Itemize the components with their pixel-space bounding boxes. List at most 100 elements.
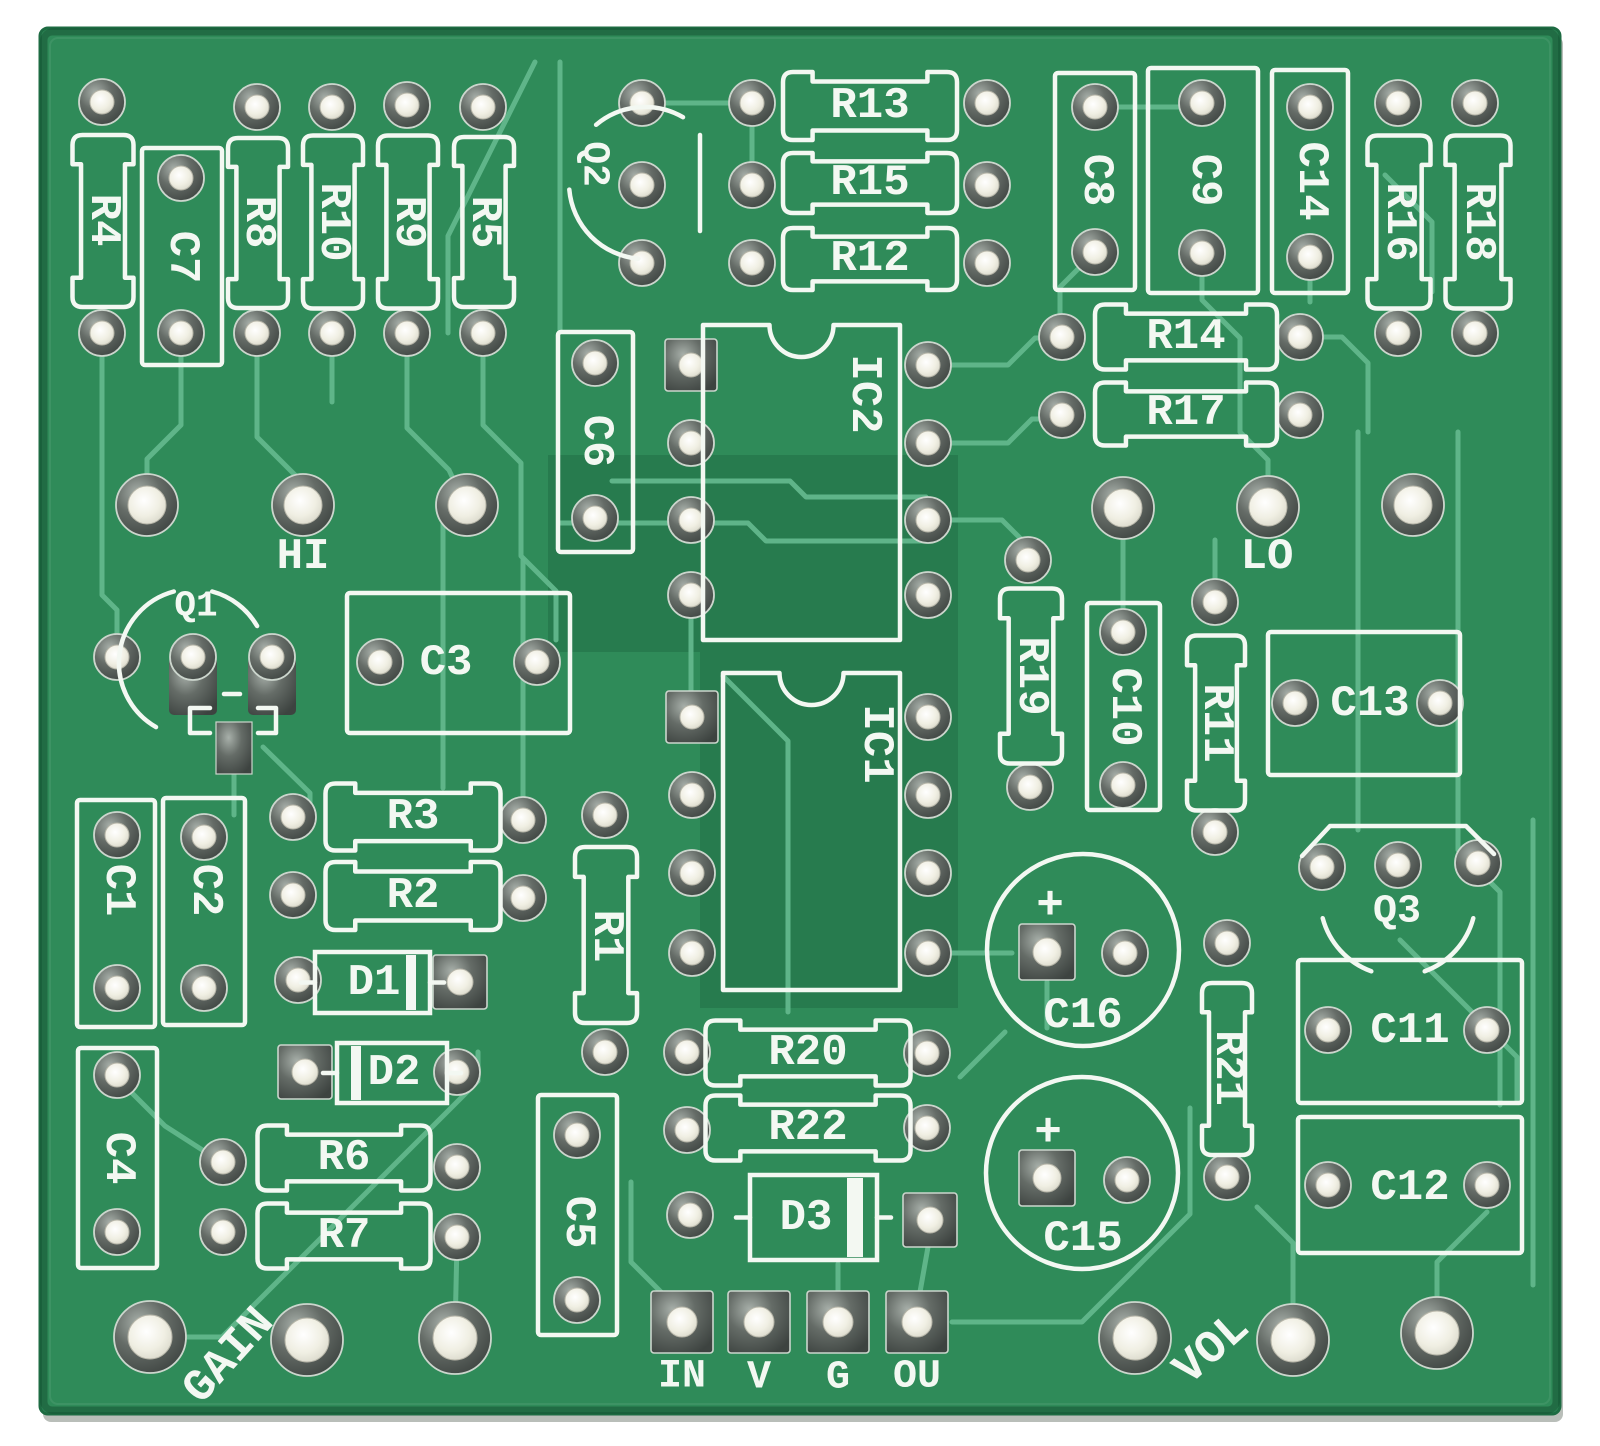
drill-hole: [1049, 402, 1075, 428]
board-bevel-highlight: [49, 37, 1551, 1405]
resistor-outline-R16: [1365, 133, 1433, 311]
drill-hole: [1017, 774, 1043, 800]
resistor-outline-R4: [70, 132, 136, 310]
drill-hole: [915, 582, 941, 608]
transistor-outline-Q3: [1320, 915, 1374, 974]
capacitor-outline-C8: [1052, 70, 1138, 293]
drill-hole: [127, 485, 167, 525]
drill-hole: [1385, 320, 1411, 346]
drill-hole: [674, 1039, 700, 1065]
ic-outline-IC1: [720, 670, 903, 993]
silkscreen-label-D2: D2: [368, 1048, 421, 1098]
resistor-outline-R19: [997, 586, 1065, 766]
drill-hole: [1082, 239, 1108, 265]
drill-hole: [1112, 1315, 1158, 1361]
silkscreen-label-C2: C2: [180, 864, 230, 917]
drill-hole: [1114, 1167, 1140, 1193]
drill-hole: [739, 250, 765, 276]
drill-hole: [127, 1314, 173, 1360]
silkscreen-label-D3: D3: [780, 1193, 833, 1243]
silkscreen-label-C6: C6: [571, 415, 621, 468]
drill-hole: [394, 320, 420, 346]
drill-hole: [319, 320, 345, 346]
drill-hole: [915, 860, 941, 886]
silkscreen-label-C12: C12: [1370, 1163, 1449, 1213]
board-bevel: [40, 28, 1560, 1414]
silkscreen-label-C5: C5: [553, 1196, 603, 1249]
copper-trace: [1254, 1204, 1296, 1336]
drill-hole: [674, 1117, 700, 1143]
drill-hole: [739, 90, 765, 116]
drill-hole: [1462, 90, 1488, 116]
silkscreen-label-R11: R11: [1191, 683, 1241, 762]
capacitor-outline-C11: [1295, 957, 1525, 1106]
copper-trace: [917, 1244, 931, 1295]
drill-hole: [1474, 1017, 1500, 1043]
drill-hole: [168, 320, 194, 346]
drill-hole: [1214, 1164, 1240, 1190]
drill-hole: [284, 1317, 330, 1363]
copper-trace: [628, 1179, 668, 1299]
drill-hole: [974, 172, 1000, 198]
drill-hole: [1427, 690, 1453, 716]
silkscreen-label-C3: C3: [420, 638, 473, 688]
drill-hole: [291, 1058, 319, 1086]
capacitor-outline-C2: [160, 795, 248, 1028]
resistor-outline-R14: [1092, 302, 1280, 372]
drill-hole: [592, 802, 618, 828]
silkscreen-label-R4: R4: [78, 194, 128, 247]
drill-hole: [210, 1219, 236, 1245]
silkscreen-label-R7: R7: [318, 1211, 371, 1261]
drill-hole: [679, 704, 705, 730]
drill-hole: [280, 804, 306, 830]
drill-hole: [1270, 1317, 1316, 1363]
capacitor-outline-C5: [535, 1092, 620, 1338]
capacitor-outline-C13: [1265, 629, 1463, 778]
drill-hole: [582, 505, 608, 531]
copper-trace: [99, 330, 120, 655]
drill-hole: [914, 1040, 940, 1066]
drill-hole: [678, 507, 704, 533]
resistor-outline-R8: [225, 135, 291, 311]
silkscreen-label-C1: C1: [93, 864, 143, 917]
drill-hole: [915, 507, 941, 533]
capacitor-outline-C1: [74, 797, 158, 1030]
resistor-outline-R3: [323, 781, 503, 853]
silkscreen-label-V: V: [747, 1356, 771, 1401]
drill-hole: [1032, 937, 1062, 967]
capacitor-outline-C10: [1084, 600, 1163, 813]
drill-hole: [444, 1224, 470, 1250]
drill-hole: [914, 1115, 940, 1141]
silkscreen-label-plus: +: [1036, 880, 1064, 932]
drill-hole: [89, 320, 115, 346]
drill-hole: [447, 485, 487, 525]
capacitor-outline-C6: [555, 329, 636, 555]
transistor-outline-Q3: [1299, 823, 1497, 859]
drill-hole: [104, 1062, 130, 1088]
drill-hole: [510, 807, 536, 833]
drill-hole: [677, 1202, 703, 1228]
copper-trace: [445, 59, 538, 336]
resistor-outline-R7: [255, 1201, 433, 1271]
transistor-outline-Q2: [593, 104, 686, 128]
electrolytic-outline-C15: [983, 1074, 1181, 1272]
capacitor-outline-C14: [1269, 67, 1351, 296]
silkscreen-label-C13: C13: [1330, 679, 1409, 729]
resistor-outline-R1: [572, 844, 640, 1026]
drill-hole: [470, 94, 496, 120]
transistor-outline-Q3: [1422, 915, 1476, 974]
drill-hole: [524, 649, 550, 675]
drill-hole: [1282, 690, 1308, 716]
drill-hole: [1309, 854, 1335, 880]
copper-trace: [1397, 937, 1520, 1105]
drill-hole: [1297, 244, 1323, 270]
drill-hole: [1015, 547, 1041, 573]
smd-plate-pad: [215, 721, 253, 775]
silkscreen-label-IN: IN: [658, 1355, 706, 1400]
drill-hole: [446, 968, 474, 996]
copper-trace: [557, 520, 929, 544]
drill-hole: [1315, 1017, 1341, 1043]
silkscreen-label-C11: C11: [1370, 1006, 1449, 1056]
drill-hole: [1082, 94, 1108, 120]
electrolytic-outline-C16: [984, 851, 1182, 1049]
